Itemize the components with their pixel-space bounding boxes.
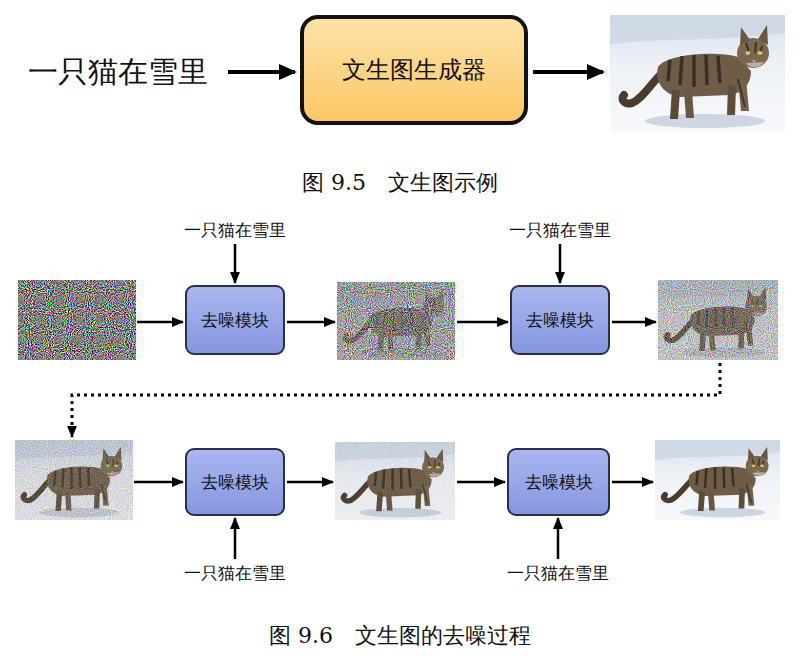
figure-caption: 图 9.6 文生图的去噪过程	[269, 621, 531, 651]
arrow	[457, 321, 508, 324]
cat-image	[610, 15, 785, 132]
arrow	[559, 244, 562, 283]
box-label: 去噪模块	[525, 471, 593, 494]
noise-overlay	[15, 440, 133, 520]
arrow	[234, 518, 237, 559]
dotted-connector	[72, 363, 720, 437]
arrow	[228, 70, 295, 74]
box-label: 去噪模块	[526, 309, 594, 332]
cat-image	[335, 442, 455, 520]
box-label: 文生图生成器	[342, 54, 486, 86]
arrow	[137, 321, 183, 324]
denoise-box: 去噪模块	[510, 285, 610, 355]
noise-overlay	[337, 282, 455, 360]
generator-box: 文生图生成器	[300, 15, 528, 125]
prompt-text: 一只猫在雪里	[184, 562, 286, 585]
arrow	[557, 518, 560, 559]
cat-image	[18, 280, 136, 360]
arrow	[234, 244, 237, 283]
noise-overlay	[335, 442, 455, 520]
prompt-text: 一只猫在雪里	[509, 219, 611, 242]
arrow	[612, 481, 653, 484]
denoise-box: 去噪模块	[185, 448, 285, 516]
box-label: 去噪模块	[201, 309, 269, 332]
prompt-text: 一只猫在雪里	[184, 219, 286, 242]
box-label: 去噪模块	[201, 471, 269, 494]
figure-caption: 图 9.5 文生图示例	[302, 168, 498, 198]
arrow	[287, 321, 335, 324]
denoise-box: 去噪模块	[507, 448, 610, 516]
cat-image	[15, 440, 133, 520]
arrow	[533, 70, 603, 74]
noise-overlay	[18, 280, 136, 360]
arrow	[612, 321, 656, 324]
cat-image	[337, 282, 455, 360]
prompt-text: 一只猫在雪里	[507, 562, 609, 585]
arrow	[457, 481, 505, 484]
arrow	[287, 481, 333, 484]
noise-overlay	[658, 280, 778, 360]
arrow	[134, 481, 183, 484]
input-prompt: 一只猫在雪里	[28, 52, 208, 93]
cat-image	[658, 280, 778, 360]
denoise-box: 去噪模块	[185, 285, 285, 355]
cat-image	[655, 440, 780, 520]
